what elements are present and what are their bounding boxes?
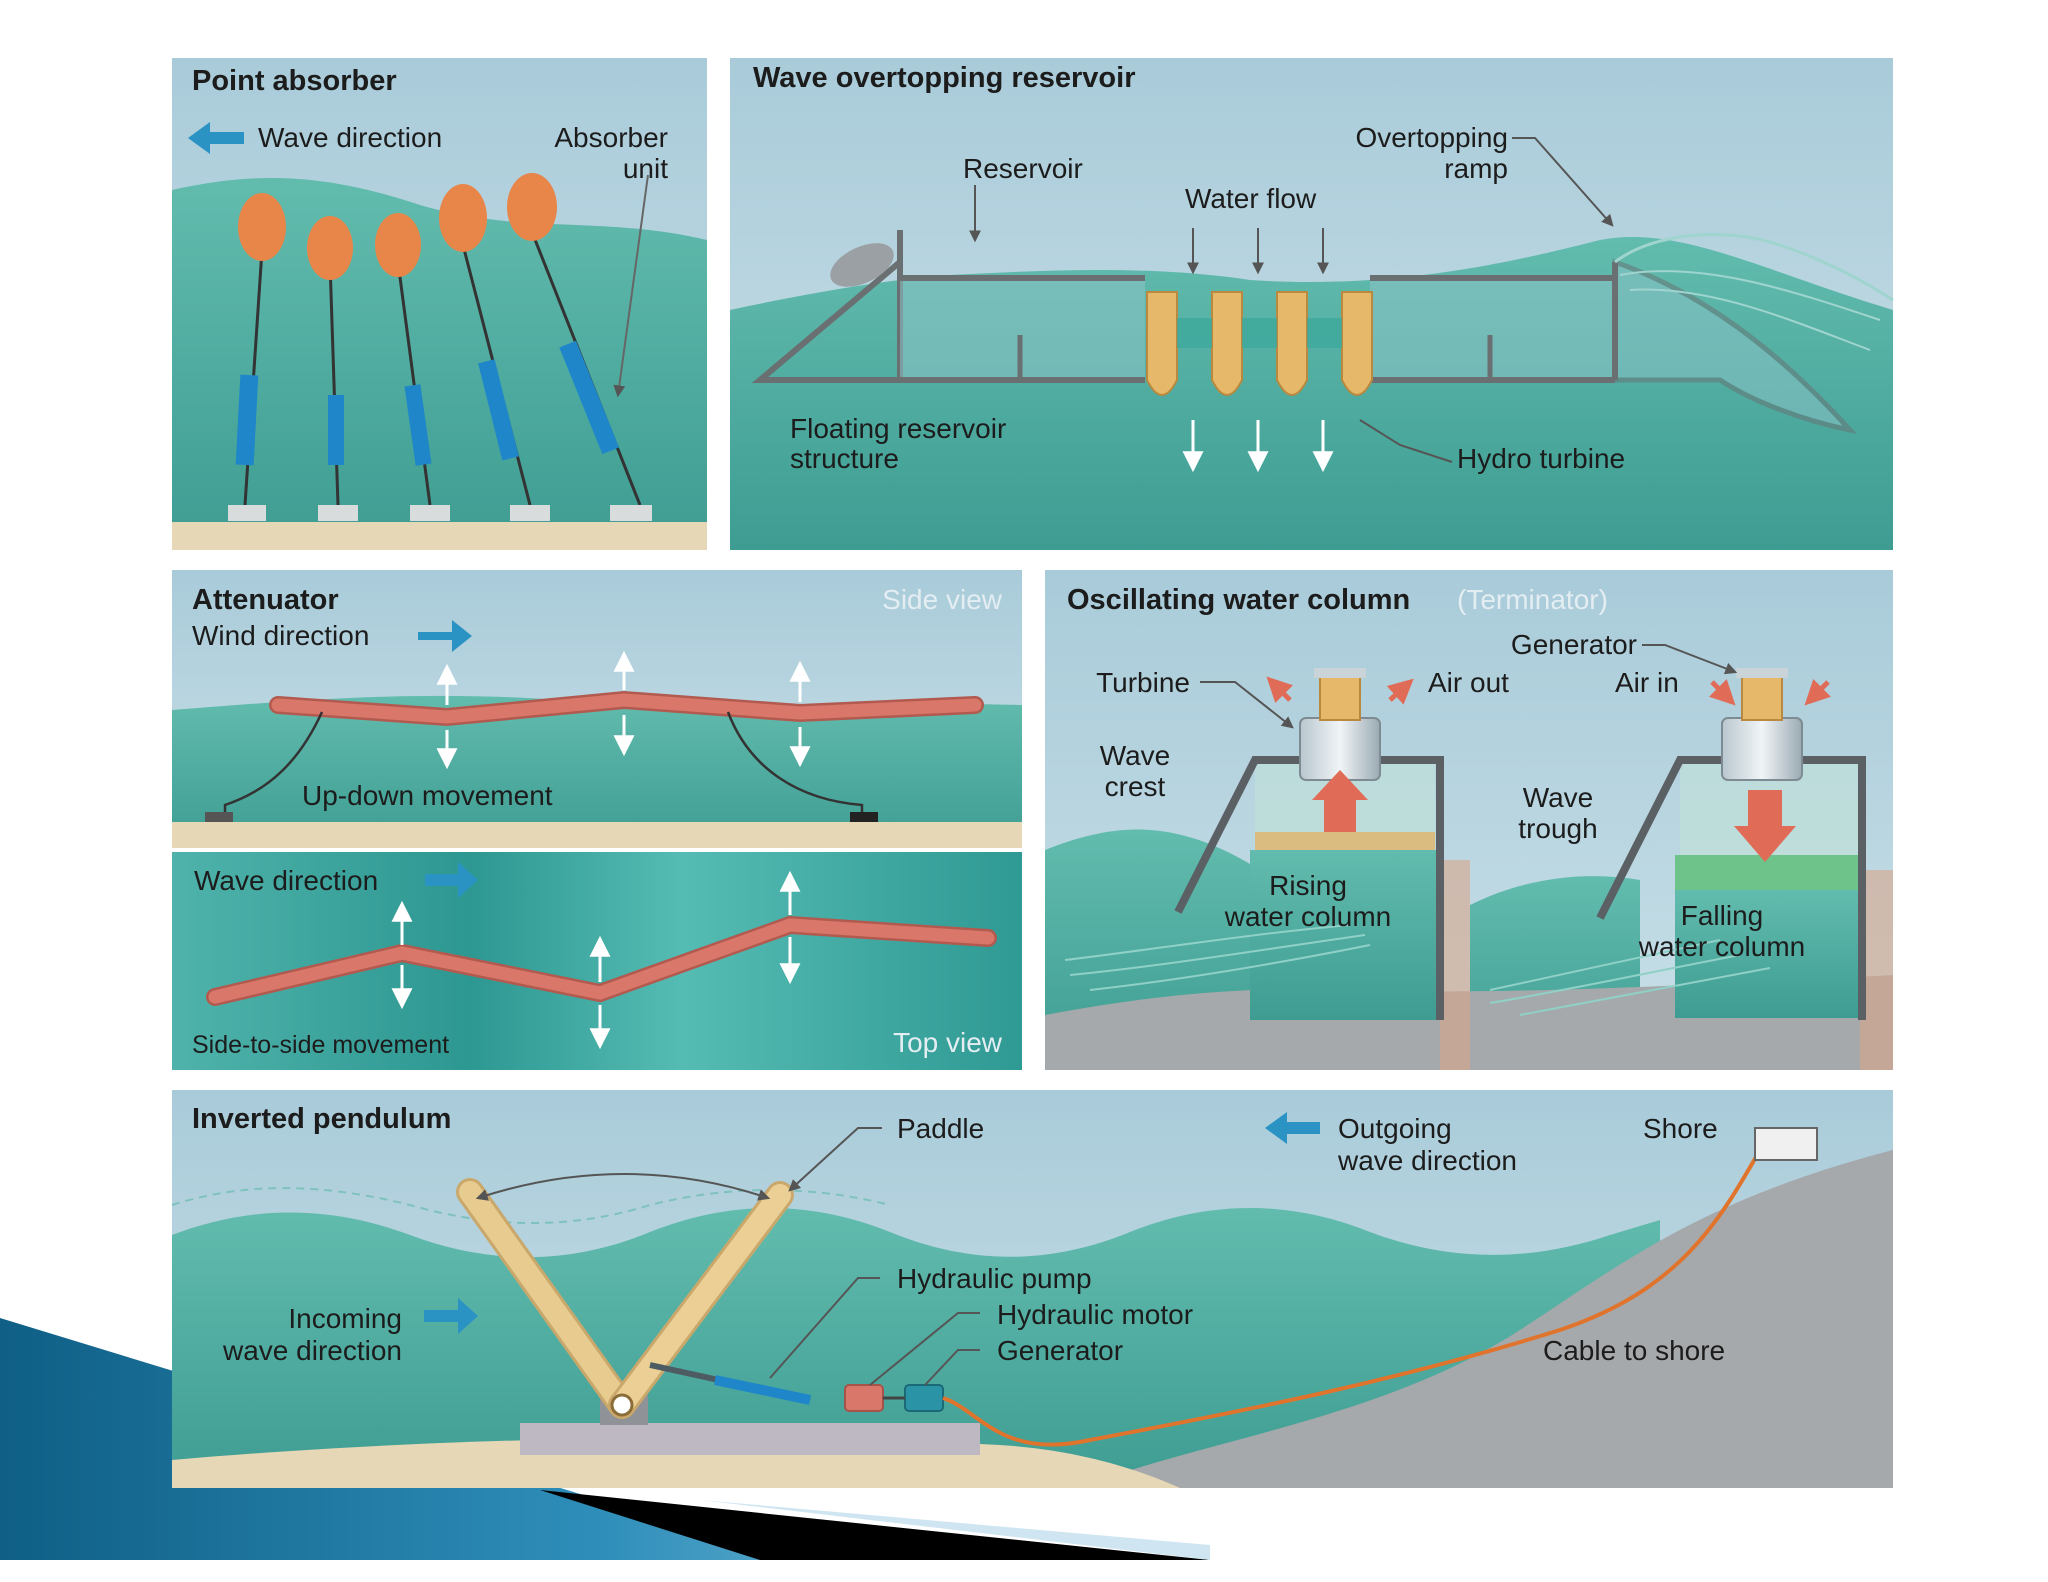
falling-label-line1: Falling (1681, 900, 1763, 931)
owc-generator-label: Generator (1511, 629, 1637, 660)
falling-label-line2: water column (1638, 931, 1806, 962)
floating-structure-label-line2: structure (790, 443, 899, 474)
wave-trough-label-line1: Wave (1523, 782, 1594, 813)
shore-station (1754, 1127, 1818, 1161)
outgoing-label-line1: Outgoing (1338, 1113, 1452, 1144)
panel-point-absorber: Point absorber Wave direction Absorber u… (172, 58, 707, 550)
owc-title: Oscillating water column (1067, 584, 1410, 616)
reservoir-label: Reservoir (963, 153, 1083, 184)
pendulum-title: Inverted pendulum (192, 1103, 451, 1135)
rising-label-line1: Rising (1269, 870, 1347, 901)
air-out-label: Air out (1428, 667, 1509, 698)
panel-wave-overtopping: Wave overtopping reservoir Reservoir Wat… (730, 58, 1894, 550)
slide-decoration (0, 1318, 1210, 1560)
hydraulic-motor-label: Hydraulic motor (997, 1299, 1193, 1330)
paddle-label: Paddle (897, 1113, 984, 1144)
wave-trough-label-line2: trough (1518, 813, 1597, 844)
absorber-unit-label-line2: unit (623, 153, 668, 184)
absorber-unit-label-line1: Absorber (554, 122, 668, 153)
attenuator-top-pipe (206, 915, 997, 1006)
side-to-side-movement-label: Side-to-side movement (192, 1031, 449, 1059)
side-to-side-arrows (391, 870, 801, 1050)
pendulum-leader-lines (769, 1127, 980, 1386)
owc-chamber-rising (1064, 668, 1444, 1020)
point-absorber-title: Point absorber (192, 65, 397, 97)
wave-crest-label-line2: crest (1105, 771, 1166, 802)
overtopping-title: Wave overtopping reservoir (753, 62, 1135, 94)
floating-structure-label-line1: Floating reservoir (790, 413, 1006, 444)
water-flow-arrows (969, 137, 1614, 473)
outgoing-wave-arrow-icon (1265, 1112, 1320, 1144)
hydraulic-pump-label: Hydraulic pump (897, 1263, 1092, 1294)
wind-direction-label: Wind direction (192, 620, 369, 651)
wave-direction-arrow-icon (188, 122, 244, 154)
shore-label: Shore (1643, 1113, 1718, 1144)
overtopping-ramp-label-line2: ramp (1444, 153, 1508, 184)
attenuator-wave-direction-arrow-icon (425, 862, 478, 898)
reservoir-structure (751, 230, 1894, 434)
incoming-label-line2: wave direction (222, 1335, 402, 1366)
paddle-assembly (456, 1173, 944, 1419)
wave-crest-label-line1: Wave (1100, 740, 1171, 771)
panel-attenuator: Attenuator Wind direction Side view Up-d… (172, 570, 1022, 1070)
attenuator-wave-direction-label: Wave direction (194, 865, 378, 896)
owc-chamber-falling (1489, 668, 1866, 1020)
outgoing-label-line2: wave direction (1337, 1145, 1517, 1176)
cable-to-shore-label: Cable to shore (1543, 1335, 1725, 1366)
attenuator-title: Attenuator (192, 584, 339, 616)
hydro-turbine-label: Hydro turbine (1457, 443, 1625, 474)
overtopping-ramp-label-line1: Overtopping (1355, 122, 1508, 153)
panel-oscillating-water-column: Oscillating water column (Terminator) Ge… (1045, 570, 1893, 1070)
up-down-arrows (436, 650, 811, 770)
owc-subtitle: (Terminator) (1457, 584, 1608, 615)
incoming-wave-arrow-icon (424, 1298, 478, 1334)
up-down-movement-label: Up-down movement (302, 780, 553, 811)
air-in-label: Air in (1615, 667, 1679, 698)
owc-turbine-label: Turbine (1096, 667, 1190, 698)
pendulum-generator-label: Generator (997, 1335, 1123, 1366)
hydro-turbines (1146, 291, 1373, 396)
point-absorber-wave-direction-label: Wave direction (258, 122, 442, 153)
side-view-label: Side view (882, 584, 1003, 615)
attenuator-side-pipe (205, 690, 984, 822)
panel-inverted-pendulum: Inverted pendulum Paddle Outgoing wave d… (171, 1090, 1893, 1488)
top-view-label: Top view (893, 1027, 1003, 1058)
incoming-label-line1: Incoming (288, 1303, 402, 1334)
wind-direction-arrow-icon (418, 620, 472, 652)
rising-label-line2: water column (1224, 901, 1392, 932)
water-flow-label: Water flow (1185, 183, 1317, 214)
absorber-units (228, 173, 652, 521)
